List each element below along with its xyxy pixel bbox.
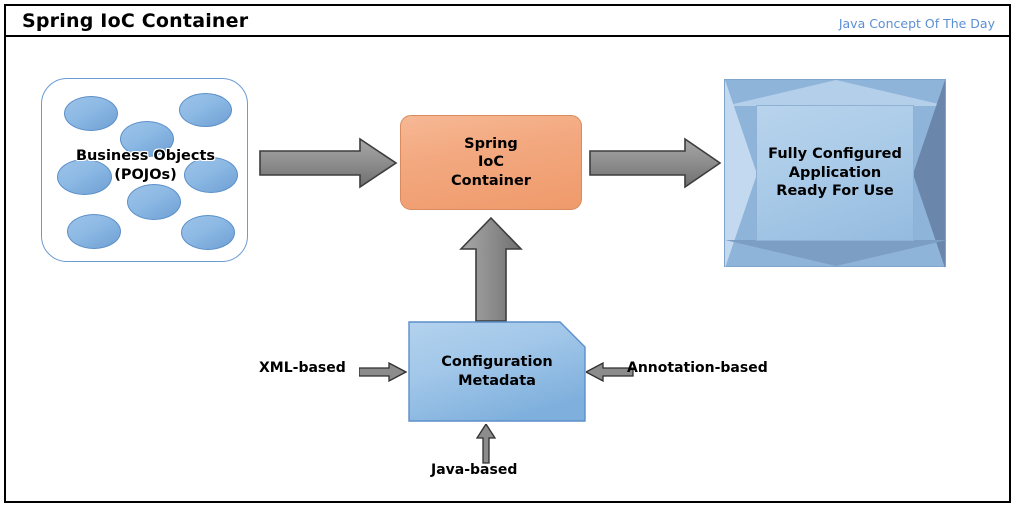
- bevel-right-face: [913, 80, 945, 268]
- pojo-ellipse: [181, 215, 235, 250]
- header-bar: Spring IoC Container Java Concept Of The…: [6, 6, 1009, 37]
- arrow-java-to-metadata: [475, 424, 497, 464]
- java-based-label: Java-based: [431, 462, 518, 478]
- business-objects-node: Business Objects (POJOs): [41, 78, 248, 262]
- ioc-container-node: Spring IoC Container: [400, 115, 582, 210]
- bevel-top-face: [725, 80, 947, 106]
- arrow-metadata-to-container: [459, 217, 523, 322]
- bevel-bottom-face: [725, 240, 947, 266]
- business-objects-label: Business Objects (POJOs): [42, 147, 249, 185]
- pojo-ellipse: [179, 93, 232, 127]
- configuration-metadata-node: Configuration Metadata: [408, 321, 586, 422]
- bevel-left-face: [725, 80, 757, 268]
- snip-corner-shape: [408, 321, 586, 422]
- business-objects-label-line1: Business Objects: [75, 148, 216, 164]
- arrow-container-to-application: [589, 137, 722, 189]
- arrow-xml-to-metadata: [359, 362, 407, 382]
- business-objects-label-line2: (POJOs): [114, 167, 177, 184]
- configured-application-label: Fully Configured Application Ready For U…: [768, 145, 902, 200]
- brand-watermark: Java Concept Of The Day: [838, 16, 995, 31]
- pojo-ellipse: [120, 121, 174, 157]
- pojo-ellipse: [184, 157, 238, 193]
- ioc-container-label: Spring IoC Container: [451, 135, 531, 189]
- pojo-ellipse: [57, 159, 112, 195]
- page-title: Spring IoC Container: [22, 10, 249, 32]
- pojo-ellipse: [64, 96, 118, 131]
- configuration-metadata-label: Configuration Metadata: [441, 353, 553, 389]
- arrow-objects-to-container: [259, 137, 398, 189]
- annotation-based-label: Annotation-based: [627, 360, 768, 376]
- xml-based-label: XML-based: [259, 360, 346, 376]
- configured-application-node: Fully Configured Application Ready For U…: [724, 79, 947, 268]
- arrow-annotation-to-metadata: [586, 362, 634, 382]
- pojo-ellipse: [127, 184, 181, 220]
- pojo-ellipse: [67, 214, 121, 249]
- app-inner-face: Fully Configured Application Ready For U…: [756, 105, 914, 241]
- page-border: [4, 4, 1011, 503]
